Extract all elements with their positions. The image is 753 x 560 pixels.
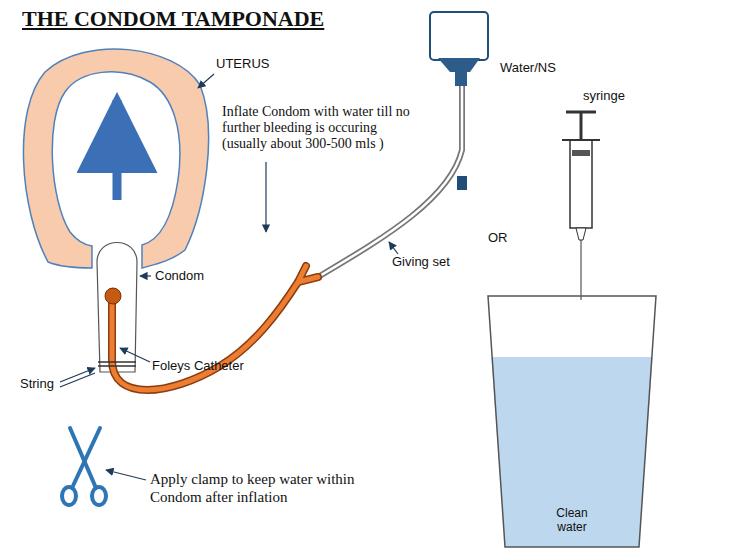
clamp-symbol (62, 428, 106, 505)
part-name: Foleys Catheter (152, 358, 244, 373)
part-name: syringe (583, 88, 625, 103)
foley-catheter (112, 266, 318, 390)
leader-arrow (120, 348, 150, 362)
syringe-symbol (581, 240, 582, 300)
water-bag (430, 12, 488, 60)
part-name: Water/NS (500, 60, 556, 75)
part-name: String (20, 376, 54, 391)
cup-label: Clean water (542, 506, 602, 534)
leader-arrow (265, 162, 266, 232)
syringe-symbol (562, 139, 600, 141)
leader-arrow (389, 242, 398, 254)
water-cup: Clean water (487, 295, 657, 550)
part-name: Giving set (392, 254, 450, 269)
note: Inflate Condom with water till no furthe… (222, 104, 422, 152)
syringe-symbol (570, 140, 592, 228)
note: Apply clamp to keep water within Condom … (150, 470, 400, 506)
string-tie (98, 362, 136, 366)
water-bag (438, 58, 480, 72)
uterus-shape (23, 49, 208, 268)
foley-catheter (112, 266, 318, 390)
catheter-balloon (105, 288, 121, 304)
leader-arrow (140, 275, 151, 276)
direction-arrow (113, 100, 122, 200)
leader-arrow (60, 373, 95, 387)
syringe-symbol (576, 228, 586, 240)
syringe-symbol (572, 150, 590, 156)
leader-arrow (198, 74, 214, 88)
part-name: UTERUS (216, 56, 269, 71)
leader-arrow (106, 470, 146, 480)
water-bag (455, 70, 467, 86)
part-name: Condom (155, 268, 204, 283)
note: OR (488, 230, 508, 245)
tube-connector (457, 176, 467, 190)
title: THE CONDOM TAMPONADE (22, 6, 324, 32)
